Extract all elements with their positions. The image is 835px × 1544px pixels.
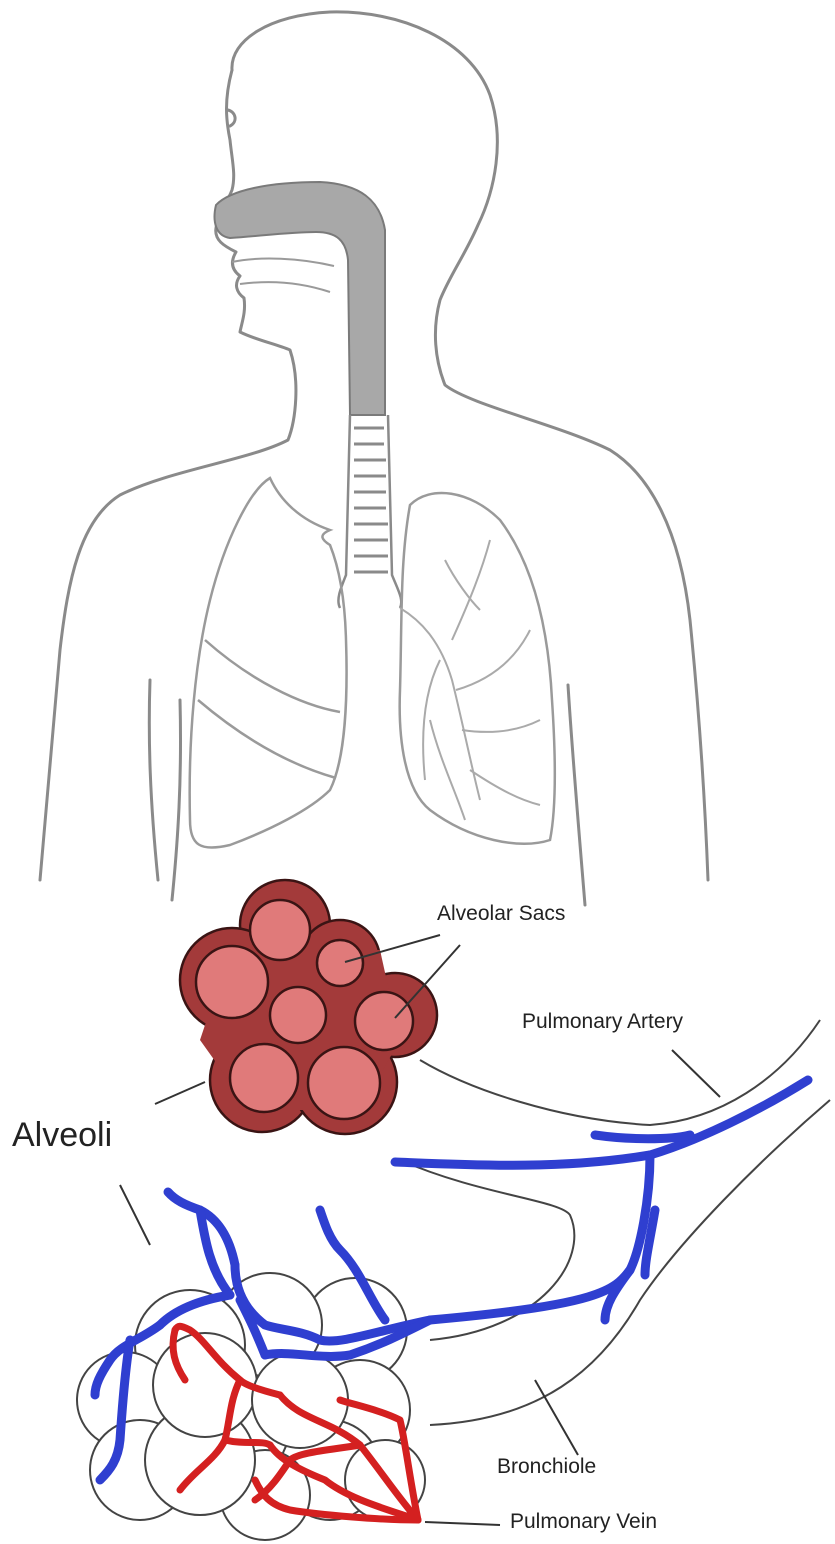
left-arm-line bbox=[149, 680, 158, 880]
sac-2 bbox=[196, 946, 268, 1018]
trachea-icon bbox=[338, 415, 401, 608]
leader-bronchiole bbox=[535, 1380, 578, 1455]
label-alveolar-sacs: Alveolar Sacs bbox=[437, 902, 565, 926]
label-bronchiole: Bronchiole bbox=[497, 1455, 596, 1479]
alveolar-sac-cluster bbox=[180, 880, 437, 1134]
label-pulmonary-vein: Pulmonary Vein bbox=[510, 1510, 657, 1534]
leader-alveoli-sac bbox=[155, 1082, 205, 1104]
head-outline bbox=[232, 12, 708, 880]
bronchial-tree bbox=[400, 540, 540, 820]
mouth-cavity bbox=[232, 259, 334, 292]
left-waist-line bbox=[172, 700, 181, 900]
sac-5 bbox=[355, 992, 413, 1050]
left-lung bbox=[190, 478, 347, 848]
lungs bbox=[190, 478, 555, 848]
upper-airway bbox=[215, 182, 385, 415]
label-alveoli: Alveoli bbox=[12, 1116, 112, 1155]
label-pulmonary-artery: Pulmonary Artery bbox=[522, 1010, 683, 1034]
left-lung-fissure-2 bbox=[198, 700, 336, 778]
ear bbox=[228, 110, 235, 126]
sac-7 bbox=[308, 1047, 380, 1119]
bronchiole-tube bbox=[400, 1020, 830, 1425]
nasal-cavity-icon bbox=[215, 182, 385, 415]
sac-3 bbox=[317, 940, 363, 986]
sac-1 bbox=[250, 900, 310, 960]
sac-6 bbox=[230, 1044, 298, 1112]
leader-pulmonary-artery bbox=[672, 1050, 720, 1097]
right-arm-line bbox=[568, 685, 585, 905]
sac-4 bbox=[270, 987, 326, 1043]
body-outline bbox=[40, 12, 708, 905]
leader-alveoli-grape bbox=[120, 1185, 150, 1245]
left-lung-fissure-1 bbox=[205, 640, 340, 712]
leader-pulmonary-vein bbox=[425, 1522, 500, 1525]
trachea-rings bbox=[354, 428, 388, 572]
